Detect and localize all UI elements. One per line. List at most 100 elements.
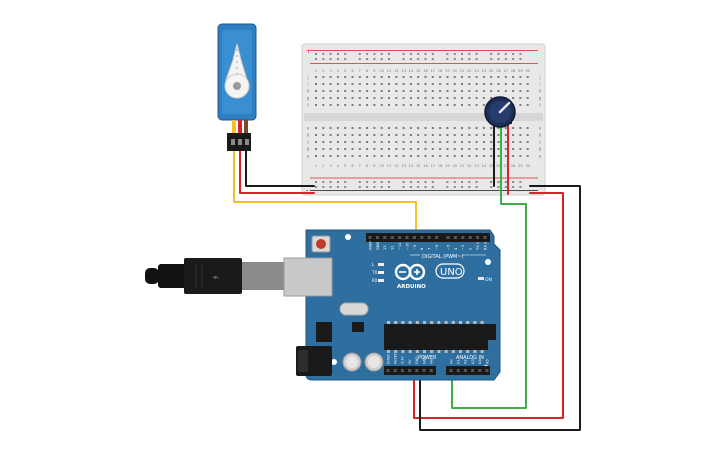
terminal-hole[interactable] — [402, 76, 405, 78]
rail-hole[interactable] — [497, 181, 500, 183]
terminal-hole[interactable] — [519, 97, 522, 99]
terminal-hole[interactable] — [388, 148, 390, 150]
terminal-hole[interactable] — [519, 104, 522, 106]
terminal-hole[interactable] — [395, 76, 398, 78]
terminal-hole[interactable] — [366, 148, 369, 150]
rail-hole[interactable] — [315, 186, 317, 188]
terminal-hole[interactable] — [336, 83, 339, 85]
terminal-hole[interactable] — [395, 97, 398, 99]
rail-hole[interactable] — [315, 53, 317, 55]
rail-hole[interactable] — [380, 58, 383, 60]
terminal-hole[interactable] — [322, 141, 325, 143]
terminal-hole[interactable] — [322, 134, 325, 136]
terminal-hole[interactable] — [468, 97, 471, 99]
terminal-hole[interactable] — [431, 148, 434, 150]
terminal-hole[interactable] — [409, 97, 412, 99]
terminal-hole[interactable] — [336, 104, 339, 106]
terminal-hole[interactable] — [315, 76, 317, 78]
terminal-hole[interactable] — [366, 104, 369, 106]
rail-hole[interactable] — [468, 53, 471, 55]
terminal-hole[interactable] — [482, 97, 485, 99]
rail-hole[interactable] — [315, 181, 317, 183]
digital-pin-hole[interactable] — [405, 236, 409, 239]
terminal-hole[interactable] — [512, 97, 515, 99]
terminal-hole[interactable] — [504, 127, 507, 129]
terminal-hole[interactable] — [512, 90, 515, 92]
terminal-hole[interactable] — [461, 134, 463, 136]
rail-hole[interactable] — [402, 186, 405, 188]
servo-motor[interactable] — [217, 23, 257, 151]
terminal-hole[interactable] — [482, 141, 485, 143]
terminal-hole[interactable] — [497, 127, 500, 129]
terminal-hole[interactable] — [468, 90, 471, 92]
terminal-hole[interactable] — [351, 76, 354, 78]
rail-hole[interactable] — [322, 58, 325, 60]
terminal-hole[interactable] — [329, 155, 332, 157]
rail-hole[interactable] — [490, 181, 493, 183]
terminal-hole[interactable] — [336, 90, 339, 92]
terminal-hole[interactable] — [322, 97, 325, 99]
terminal-hole[interactable] — [336, 76, 339, 78]
terminal-hole[interactable] — [446, 155, 449, 157]
terminal-hole[interactable] — [431, 141, 434, 143]
terminal-hole[interactable] — [358, 127, 361, 129]
rail-hole[interactable] — [475, 58, 478, 60]
rail-hole[interactable] — [497, 53, 500, 55]
terminal-hole[interactable] — [315, 104, 317, 106]
rail-hole[interactable] — [446, 181, 449, 183]
terminal-hole[interactable] — [315, 155, 317, 157]
terminal-hole[interactable] — [504, 83, 507, 85]
rail-hole[interactable] — [431, 58, 434, 60]
rail-hole[interactable] — [358, 186, 361, 188]
terminal-hole[interactable] — [409, 155, 412, 157]
terminal-hole[interactable] — [315, 148, 317, 150]
terminal-hole[interactable] — [351, 104, 354, 106]
terminal-hole[interactable] — [468, 104, 471, 106]
terminal-hole[interactable] — [366, 155, 369, 157]
rail-hole[interactable] — [417, 181, 420, 183]
terminal-hole[interactable] — [402, 83, 405, 85]
terminal-hole[interactable] — [329, 76, 332, 78]
digital-pin-hole[interactable] — [476, 236, 480, 239]
terminal-hole[interactable] — [417, 141, 420, 143]
digital-pin-hole[interactable] — [483, 236, 487, 239]
rail-hole[interactable] — [519, 181, 522, 183]
terminal-hole[interactable] — [424, 134, 427, 136]
terminal-hole[interactable] — [439, 141, 442, 143]
terminal-hole[interactable] — [490, 76, 493, 78]
rail-hole[interactable] — [329, 186, 332, 188]
terminal-hole[interactable] — [395, 83, 398, 85]
terminal-hole[interactable] — [388, 97, 390, 99]
terminal-hole[interactable] — [344, 141, 347, 143]
digital-pin-hole[interactable] — [427, 236, 431, 239]
terminal-hole[interactable] — [439, 90, 442, 92]
terminal-hole[interactable] — [366, 141, 369, 143]
terminal-hole[interactable] — [380, 104, 383, 106]
power-pin-hole[interactable] — [429, 369, 433, 372]
terminal-hole[interactable] — [366, 97, 369, 99]
terminal-hole[interactable] — [461, 104, 463, 106]
analog-pin-hole[interactable] — [471, 369, 475, 372]
terminal-hole[interactable] — [490, 134, 493, 136]
terminal-hole[interactable] — [336, 148, 339, 150]
rail-hole[interactable] — [453, 58, 456, 60]
rail-hole[interactable] — [519, 58, 522, 60]
terminal-hole[interactable] — [512, 127, 515, 129]
terminal-hole[interactable] — [417, 90, 420, 92]
terminal-hole[interactable] — [409, 76, 412, 78]
terminal-hole[interactable] — [351, 90, 354, 92]
terminal-hole[interactable] — [526, 83, 529, 85]
rail-hole[interactable] — [475, 181, 478, 183]
terminal-hole[interactable] — [526, 90, 529, 92]
terminal-hole[interactable] — [417, 104, 420, 106]
terminal-hole[interactable] — [336, 155, 339, 157]
terminal-hole[interactable] — [366, 90, 369, 92]
rail-hole[interactable] — [497, 58, 500, 60]
terminal-hole[interactable] — [358, 97, 361, 99]
terminal-hole[interactable] — [504, 155, 507, 157]
terminal-hole[interactable] — [329, 127, 332, 129]
terminal-hole[interactable] — [329, 141, 332, 143]
potentiometer[interactable] — [484, 96, 516, 128]
terminal-hole[interactable] — [329, 148, 332, 150]
terminal-hole[interactable] — [431, 134, 434, 136]
